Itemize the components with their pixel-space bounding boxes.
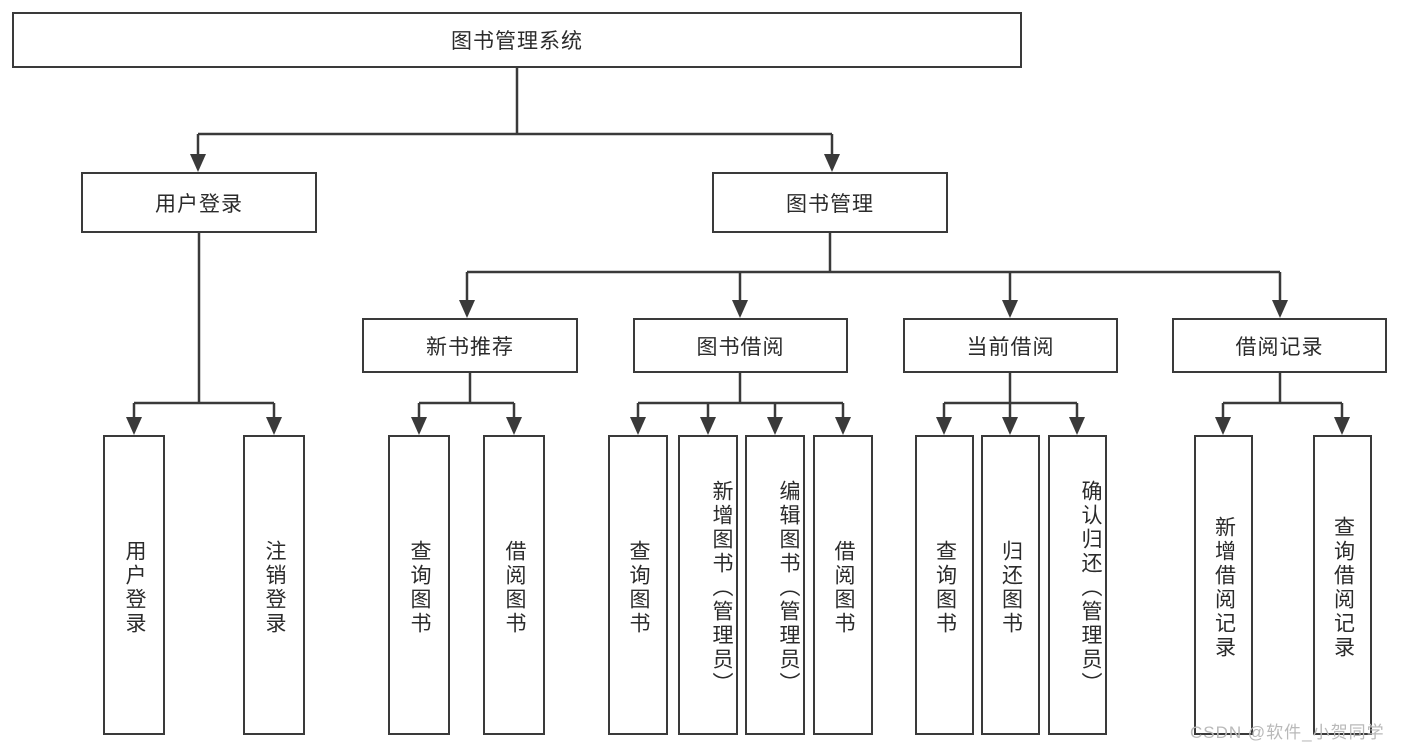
node-book-borrow[interactable]: 图书借阅 [633,318,848,373]
leaf-query-borrow-record[interactable]: 查询借阅记录 [1313,435,1372,735]
leaf-user-login[interactable]: 用户登录 [103,435,165,735]
leaf-query-book-recommend[interactable]: 查询图书 [388,435,450,735]
leaf-return-book[interactable]: 归还图书 [981,435,1040,735]
node-user-login[interactable]: 用户登录 [81,172,317,233]
leaf-query-book-borrow[interactable]: 查询图书 [608,435,668,735]
leaf-confirm-return[interactable]: 确认归还（管理员） [1048,435,1107,735]
leaf-add-borrow-record[interactable]: 新增借阅记录 [1194,435,1253,735]
node-root-system[interactable]: 图书管理系统 [12,12,1022,68]
node-book-management[interactable]: 图书管理 [712,172,948,233]
node-current-borrow[interactable]: 当前借阅 [903,318,1118,373]
leaf-query-book-current[interactable]: 查询图书 [915,435,974,735]
node-borrow-record[interactable]: 借阅记录 [1172,318,1387,373]
leaf-borrow-book-recommend[interactable]: 借阅图书 [483,435,545,735]
leaf-logout[interactable]: 注销登录 [243,435,305,735]
leaf-add-book[interactable]: 新增图书（管理员） [678,435,738,735]
leaf-borrow-book[interactable]: 借阅图书 [813,435,873,735]
node-new-book-recommend[interactable]: 新书推荐 [362,318,578,373]
leaf-edit-book[interactable]: 编辑图书（管理员） [745,435,805,735]
